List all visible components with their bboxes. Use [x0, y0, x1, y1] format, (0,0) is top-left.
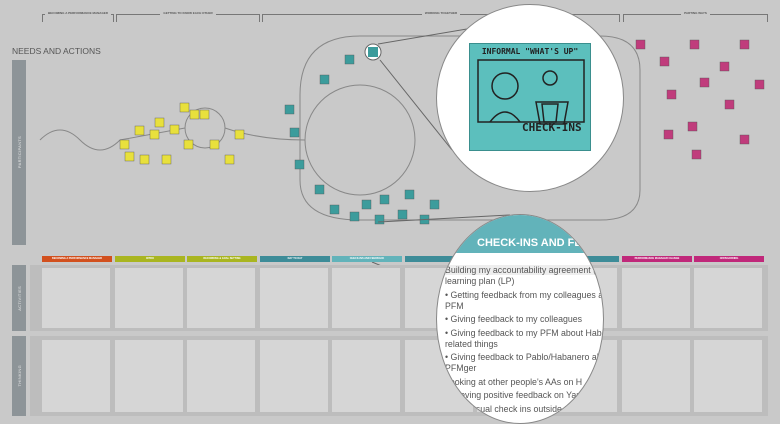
column-header: CHECK-INS AND FEEDBACK [332, 256, 402, 262]
callout-strip [437, 265, 603, 275]
sticky-note [189, 109, 200, 120]
sticky-note [209, 139, 220, 150]
column-header: OFFBOARDING [694, 256, 764, 262]
sticky-note [139, 154, 150, 165]
column-header: RECORDING & GOAL SETTING [187, 256, 257, 262]
sketch-note: INFORMAL "WHAT'S UP" CHECK-INS [469, 43, 591, 151]
sticky-note [635, 39, 646, 50]
sticky-note [349, 211, 360, 222]
callout-list-item: • Giving feedback to my PFM about Habane… [445, 327, 603, 349]
row-label-activities: ACTIVITIES [12, 265, 26, 331]
sticky-note [379, 194, 390, 205]
phase-label: WORKING TOGETHER [421, 11, 461, 15]
sticky-note [404, 189, 415, 200]
sticky-note [199, 109, 210, 120]
sticky-note [224, 154, 235, 165]
phase-working-together: WORKING TOGETHER [262, 11, 620, 22]
callout-list-item: • Getting feedback from my colleagues an… [445, 289, 604, 311]
phase-label: PARTING WAYS [681, 11, 710, 15]
phase-parting-ways: PARTING WAYS [623, 11, 768, 22]
sticky-note [754, 79, 765, 90]
row-label-text: THINKING [16, 365, 22, 387]
column-header: DAY TO DAY [260, 256, 330, 262]
callout-header: CHECK-INS AND FEEDBA [437, 215, 603, 253]
sticky-note [161, 154, 172, 165]
sticky-note [724, 99, 735, 110]
sticky-note [134, 125, 145, 136]
sticky-note [374, 214, 385, 225]
row-label-participants: PARTICIPANTS [12, 60, 26, 245]
journey-cell [694, 268, 762, 328]
journey-cell [115, 340, 183, 412]
sketch-title: INFORMAL "WHAT'S UP" [481, 47, 579, 56]
sticky-note [689, 39, 700, 50]
journey-cell [260, 268, 328, 328]
column-header: PERFORMANCE MANAGER CHANGE [622, 256, 692, 262]
journey-cell [187, 340, 255, 412]
callout-list-item: • Giving feedback to my colleagues [445, 314, 583, 324]
sticky-note [149, 129, 160, 140]
sticky-note [169, 124, 180, 135]
column-header [405, 256, 475, 262]
sticky-note [663, 129, 674, 140]
sticky-note [739, 134, 750, 145]
sticky-note [329, 204, 340, 215]
journey-cell [42, 340, 110, 412]
sticky-note [294, 159, 305, 170]
callout-list-item: Building my accountability agreement (AA… [445, 265, 603, 286]
column-header: BECOMING A PERFORMANCE MANAGER [42, 256, 112, 262]
journey-cell [187, 268, 255, 328]
sticky-note [691, 149, 702, 160]
sticky-note [739, 39, 750, 50]
sticky-note [154, 117, 165, 128]
sticky-note [719, 61, 730, 72]
sticky-note [314, 184, 325, 195]
sticky-note [687, 121, 698, 132]
journey-cell [622, 268, 690, 328]
phase-label: BECOMING A PERFORMANCE MANAGER [45, 11, 111, 15]
journey-cell [332, 340, 400, 412]
phase-becoming-pm: BECOMING A PERFORMANCE MANAGER [42, 11, 114, 22]
page-title: NEEDS AND ACTIONS [12, 46, 101, 56]
sticky-note [234, 129, 245, 140]
row-label-text: ACTIVITIES [16, 285, 22, 311]
sticky-note [699, 77, 710, 88]
sticky-note [284, 104, 295, 115]
callout-list-item: …cieving positive feedback on Yammer [445, 390, 599, 400]
callout-list-item: • Giving feedback to Pablo/Habanero abou… [445, 352, 603, 373]
row-label-text: PARTICIPANTS [16, 136, 22, 169]
sketch-caption: CHECK-INS [522, 121, 582, 134]
callout-list-item: Looking at other people's AAs on H [445, 376, 583, 387]
sticky-note [124, 151, 135, 162]
sticky-note [319, 74, 330, 85]
journey-cell [622, 340, 690, 412]
sticky-note [659, 56, 670, 67]
people-drawing-icon [477, 59, 585, 125]
sticky-note [289, 127, 300, 138]
phase-getting-to-know: GETTING TO KNOW EACH OTHER [116, 11, 260, 22]
sticky-note [361, 199, 372, 210]
row-label-thinking: THINKING [12, 336, 26, 416]
journey-cell [115, 268, 183, 328]
journey-cell [332, 268, 400, 328]
zoom-callout-checkins-list: CHECK-INS AND FEEDBA Building my account… [436, 214, 604, 424]
journey-cell [42, 268, 110, 328]
callout-list-item: …for casual check ins outside the o… [445, 403, 593, 414]
journey-cell [260, 340, 328, 412]
sticky-note [119, 139, 130, 150]
sticky-note [179, 102, 190, 113]
zoom-callout-checkins-sketch: INFORMAL "WHAT'S UP" CHECK-INS [436, 4, 624, 192]
sticky-note [183, 139, 194, 150]
sticky-note [429, 199, 440, 210]
sticky-note [397, 209, 408, 220]
journey-cell [694, 340, 762, 412]
column-header: INTRO [115, 256, 185, 262]
callout-list: Building my accountability agreement (AA… [445, 265, 604, 417]
sticky-note [344, 54, 355, 65]
sticky-note [666, 89, 677, 100]
phase-label: GETTING TO KNOW EACH OTHER [160, 11, 216, 15]
